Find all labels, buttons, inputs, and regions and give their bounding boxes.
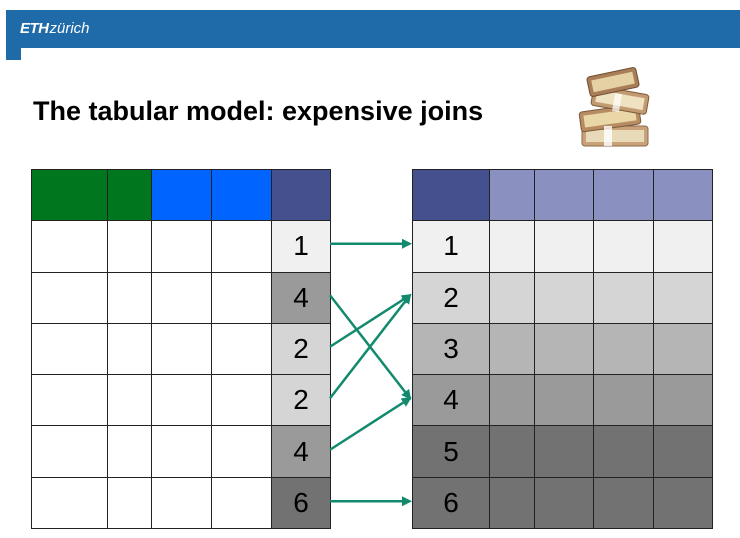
left-header-cell: [151, 168, 212, 222]
right-shaded-cell: [593, 271, 654, 324]
right-shaded-cell: [593, 425, 654, 478]
left-empty-cell: [107, 322, 152, 376]
right-key-cell: 6: [412, 476, 490, 530]
right-key-cell: 5: [412, 425, 490, 478]
join-arrow: [329, 294, 412, 400]
right-shaded-cell: [593, 220, 654, 273]
logo-eth-text: ETH: [20, 20, 49, 37]
left-empty-cell: [211, 322, 272, 376]
money-bundle: [578, 67, 650, 147]
left-empty-cell: [211, 220, 272, 273]
eth-zurich-logo: ETHzürich: [20, 20, 90, 38]
right-shaded-cell: [593, 322, 654, 376]
left-table-row: 2: [31, 322, 331, 376]
right-table-row: 6: [412, 476, 713, 530]
left-key-cell: 4: [271, 425, 331, 478]
right-shaded-cell: [534, 271, 594, 324]
left-table-header-row: [31, 168, 331, 222]
left-empty-cell: [31, 476, 108, 530]
right-key-cell: 2: [412, 271, 490, 324]
right-table-row: 4: [412, 374, 713, 427]
right-table-row: 3: [412, 322, 713, 376]
left-empty-cell: [31, 271, 108, 324]
left-table-row: 2: [31, 374, 331, 427]
right-table-header-row: [412, 168, 713, 222]
right-table-row: 1: [412, 220, 713, 273]
left-empty-cell: [31, 425, 108, 478]
right-shaded-cell: [534, 220, 594, 273]
left-empty-cell: [107, 220, 152, 273]
right-key-cell: 3: [412, 322, 490, 376]
right-shaded-cell: [593, 476, 654, 530]
right-header-cell: [593, 168, 654, 222]
left-empty-cell: [151, 271, 212, 324]
left-empty-cell: [107, 476, 152, 530]
left-empty-cell: [151, 476, 212, 530]
money-stack-icon: [578, 67, 650, 147]
left-empty-cell: [211, 271, 272, 324]
left-key-cell: 1: [271, 220, 331, 273]
header-accent-bar: [6, 48, 21, 60]
right-header-cell: [653, 168, 713, 222]
left-key-cell: 2: [271, 322, 331, 376]
join-arrow: [329, 294, 412, 348]
left-header-cell: [107, 168, 152, 222]
left-empty-cell: [107, 271, 152, 324]
left-empty-cell: [211, 374, 272, 427]
right-shaded-cell: [653, 374, 713, 427]
left-header-cell: [211, 168, 272, 222]
logo-zurich-text: zürich: [49, 20, 90, 37]
right-table-row: 2: [412, 271, 713, 324]
right-shaded-cell: [534, 425, 594, 478]
left-empty-cell: [151, 374, 212, 427]
left-key-cell: 4: [271, 271, 331, 324]
left-header-cell: [31, 168, 108, 222]
left-header-cell: [271, 168, 331, 222]
left-table-row: 6: [31, 476, 331, 530]
left-empty-cell: [31, 220, 108, 273]
join-arrow: [329, 397, 412, 451]
slide-title: The tabular model: expensive joins: [33, 96, 484, 126]
right-shaded-cell: [534, 476, 594, 530]
left-key-cell: 6: [271, 476, 331, 530]
right-table-row: 5: [412, 425, 713, 478]
right-shaded-cell: [489, 476, 535, 530]
right-header-cell: [489, 168, 535, 222]
right-shaded-cell: [489, 425, 535, 478]
left-empty-cell: [211, 425, 272, 478]
right-header-cell: [534, 168, 594, 222]
left-table-row: 4: [31, 425, 331, 478]
left-empty-cell: [151, 425, 212, 478]
right-shaded-cell: [489, 322, 535, 376]
join-arrow: [329, 293, 412, 400]
left-table-row: 4: [31, 271, 331, 324]
left-empty-cell: [151, 322, 212, 376]
right-shaded-cell: [489, 374, 535, 427]
right-shaded-cell: [534, 322, 594, 376]
left-empty-cell: [107, 374, 152, 427]
right-shaded-cell: [653, 220, 713, 273]
left-empty-cell: [211, 476, 272, 530]
right-shaded-cell: [653, 271, 713, 324]
right-shaded-cell: [653, 322, 713, 376]
left-table-row: 1: [31, 220, 331, 273]
right-shaded-cell: [653, 476, 713, 530]
left-empty-cell: [31, 374, 108, 427]
left-empty-cell: [107, 425, 152, 478]
left-empty-cell: [31, 322, 108, 376]
left-empty-cell: [151, 220, 212, 273]
left-key-cell: 2: [271, 374, 331, 427]
header-band: [6, 10, 740, 48]
right-shaded-cell: [653, 425, 713, 478]
right-shaded-cell: [489, 271, 535, 324]
right-shaded-cell: [593, 374, 654, 427]
right-key-cell: 1: [412, 220, 490, 273]
right-shaded-cell: [489, 220, 535, 273]
right-key-cell: 4: [412, 374, 490, 427]
right-shaded-cell: [534, 374, 594, 427]
right-header-cell: [412, 168, 490, 222]
